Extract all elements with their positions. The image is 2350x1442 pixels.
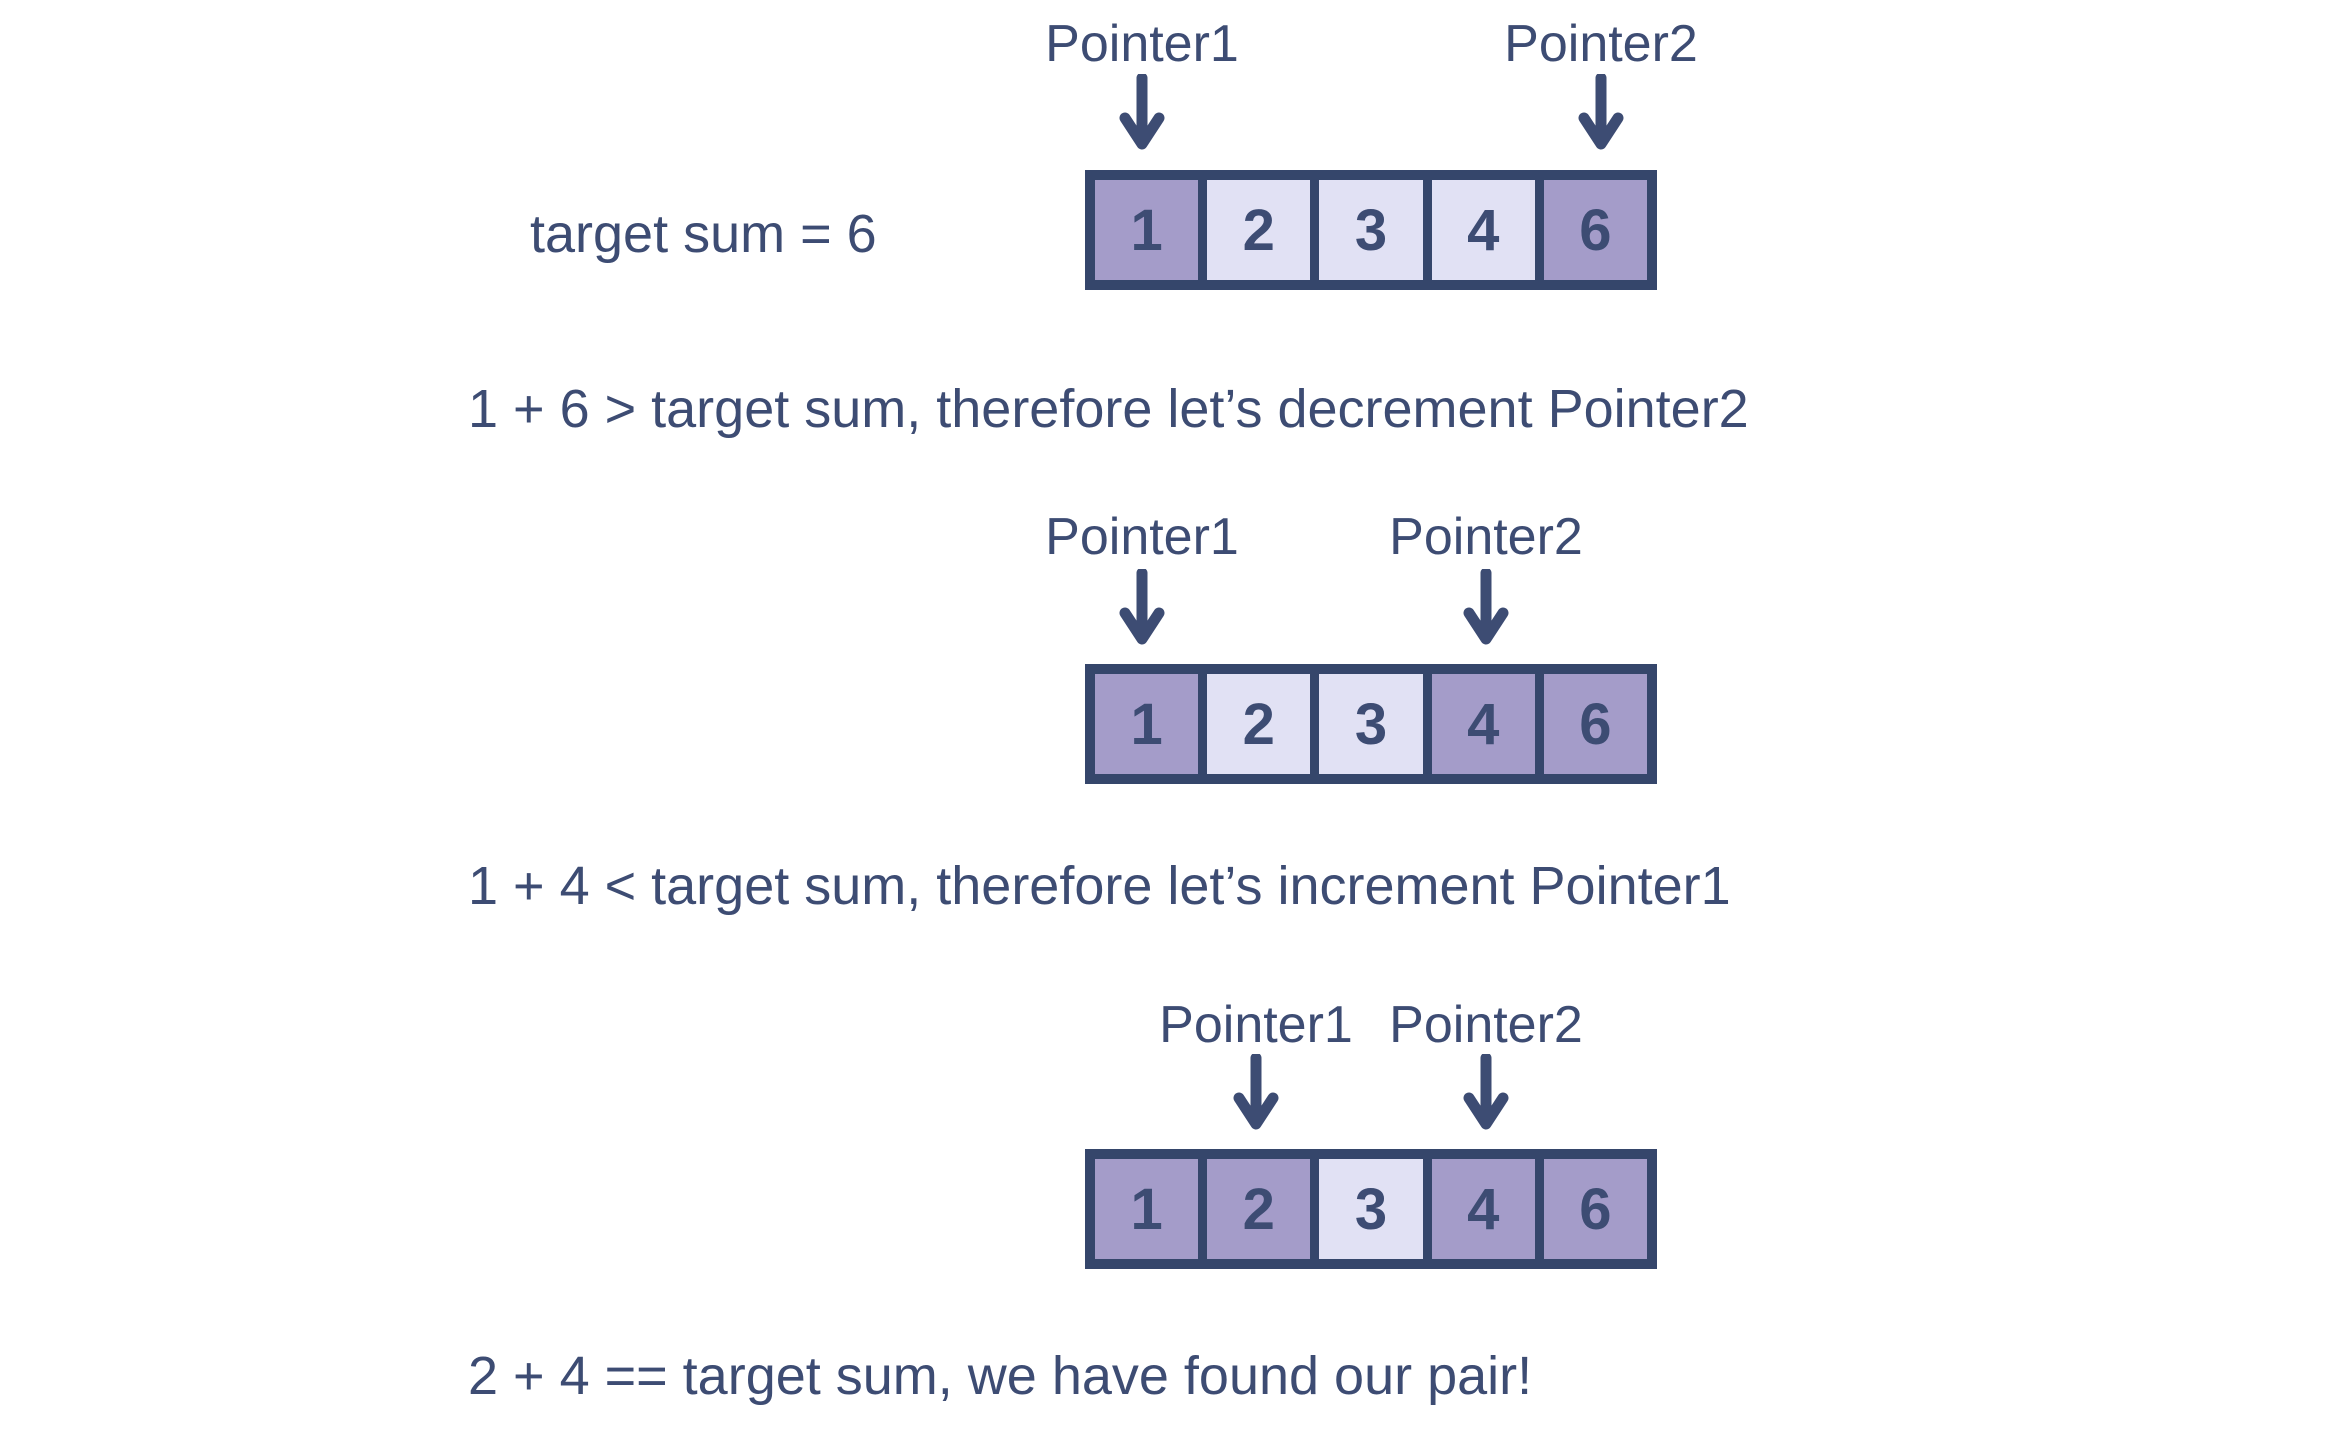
step-3-caption: 2 + 4 == target sum, we have found our p… <box>468 1346 1533 1406</box>
array-cell: 1 <box>1095 1159 1199 1259</box>
step-2-caption: 1 + 4 < target sum, therefore let’s incr… <box>468 856 1731 916</box>
down-arrow-icon <box>1463 569 1509 645</box>
down-arrow-icon <box>1119 74 1165 150</box>
down-arrow-icon <box>1233 1054 1279 1130</box>
target-sum-label: target sum = 6 <box>530 204 877 264</box>
array-cell: 3 <box>1310 1159 1423 1259</box>
array-cell: 3 <box>1310 674 1423 774</box>
array-step-1: 1 2 3 4 6 <box>1085 170 1657 290</box>
pointer2-label: Pointer2 <box>1389 996 1583 1054</box>
step-1-caption: 1 + 6 > target sum, therefore let’s decr… <box>468 379 1749 439</box>
array-cell: 4 <box>1422 674 1535 774</box>
array-cell: 2 <box>1198 1159 1311 1259</box>
array-cell: 4 <box>1422 1159 1535 1259</box>
down-arrow-icon <box>1463 1054 1509 1130</box>
array-step-2: 1 2 3 4 6 <box>1085 664 1657 784</box>
array-step-3: 1 2 3 4 6 <box>1085 1149 1657 1269</box>
pointer2-label: Pointer2 <box>1389 508 1583 566</box>
pointer1-label: Pointer1 <box>1045 508 1239 566</box>
array-cell: 6 <box>1534 180 1648 280</box>
pointer2-label: Pointer2 <box>1504 15 1698 73</box>
array-cell: 1 <box>1095 674 1199 774</box>
pointer1-label: Pointer1 <box>1045 15 1239 73</box>
array-cell: 3 <box>1310 180 1423 280</box>
array-cell: 2 <box>1198 674 1311 774</box>
down-arrow-icon <box>1578 74 1624 150</box>
array-cell: 4 <box>1422 180 1535 280</box>
down-arrow-icon <box>1119 569 1165 645</box>
pointer1-label: Pointer1 <box>1159 996 1353 1054</box>
array-cell: 6 <box>1534 674 1648 774</box>
array-cell: 6 <box>1534 1159 1648 1259</box>
array-cell: 2 <box>1198 180 1311 280</box>
array-cell: 1 <box>1095 180 1199 280</box>
